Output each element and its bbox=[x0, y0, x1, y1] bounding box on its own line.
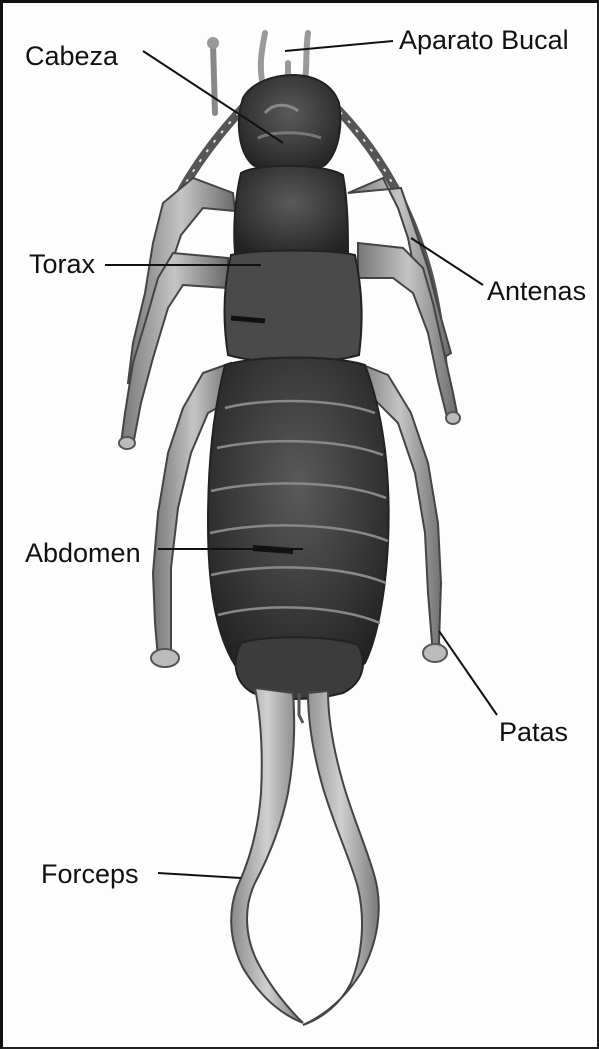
label-abdomen: Abdomen bbox=[25, 540, 141, 567]
leader-aparato-bucal bbox=[285, 41, 393, 51]
thorax-shape bbox=[225, 251, 362, 363]
label-patas: Patas bbox=[499, 719, 568, 746]
label-cabeza: Cabeza bbox=[25, 43, 118, 70]
forceps-shape bbox=[231, 688, 379, 1025]
label-forceps: Forceps bbox=[41, 861, 139, 888]
label-antenas: Antenas bbox=[487, 278, 586, 305]
label-torax: Torax bbox=[29, 251, 95, 278]
label-aparato-bucal: Aparato Bucal bbox=[399, 27, 569, 54]
leader-forceps bbox=[158, 873, 241, 878]
leader-patas bbox=[439, 631, 497, 715]
pronotum-shape bbox=[234, 166, 348, 259]
antenna-tip-left bbox=[213, 43, 215, 113]
earwig-illustration bbox=[3, 3, 598, 1048]
